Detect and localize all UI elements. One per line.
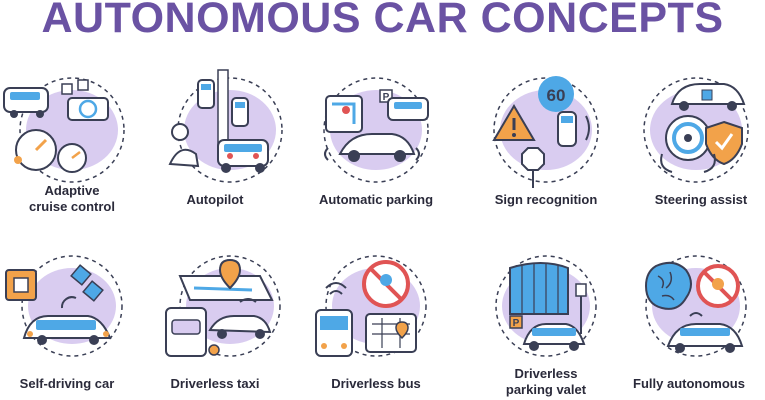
valet-parking-sign-text: P [513, 318, 520, 329]
automatic-parking-icon: P [306, 68, 446, 208]
steering-assist-icon [626, 68, 765, 208]
label-line-1: Driverless taxi [170, 376, 260, 391]
self-driving-car-icon [2, 254, 142, 394]
parking-sign-text: P [383, 92, 390, 103]
adaptive-cruise-control-icon [2, 68, 142, 208]
label-line-1: Autopilot [186, 192, 244, 207]
concept-label-driverless-parking-valet: Driverless parking valet [471, 366, 621, 398]
driverless-bus-icon [306, 254, 446, 394]
concept-label-autopilot: Autopilot [140, 192, 290, 208]
label-line-1: Adaptive [44, 183, 100, 198]
concept-label-automatic-parking: Automatic parking [301, 192, 451, 208]
label-line-1: Steering assist [654, 192, 748, 207]
autopilot-icon [160, 68, 300, 208]
page-title: AUTONOMOUS CAR CONCEPTS [41, 0, 724, 42]
sign-recognition-icon: 60 [476, 68, 616, 208]
concept-label-steering-assist: Steering assist [626, 192, 765, 208]
label-line-1: Sign recognition [494, 192, 598, 207]
label-line-1: Driverless bus [331, 376, 421, 391]
label-line-2: cruise control [29, 199, 115, 214]
label-line-2: parking valet [505, 382, 587, 397]
concept-label-driverless-taxi: Driverless taxi [140, 376, 290, 392]
driverless-parking-valet-icon: P [476, 254, 616, 394]
speed-limit-sign-text: 60 [547, 86, 566, 105]
concept-label-adaptive-cruise-control: Adaptive cruise control [0, 183, 147, 215]
label-line-1: Self-driving car [19, 376, 115, 391]
concept-label-sign-recognition: Sign recognition [471, 192, 621, 208]
concept-label-driverless-bus: Driverless bus [301, 376, 451, 392]
driverless-taxi-icon [160, 254, 300, 394]
fully-autonomous-icon [626, 254, 765, 394]
label-line-1: Driverless [514, 366, 578, 381]
concept-label-fully-autonomous: Fully autonomous [614, 376, 764, 392]
label-line-1: Fully autonomous [633, 376, 745, 391]
concept-label-self-driving-car: Self-driving car [0, 376, 142, 392]
label-line-1: Automatic parking [318, 192, 434, 207]
